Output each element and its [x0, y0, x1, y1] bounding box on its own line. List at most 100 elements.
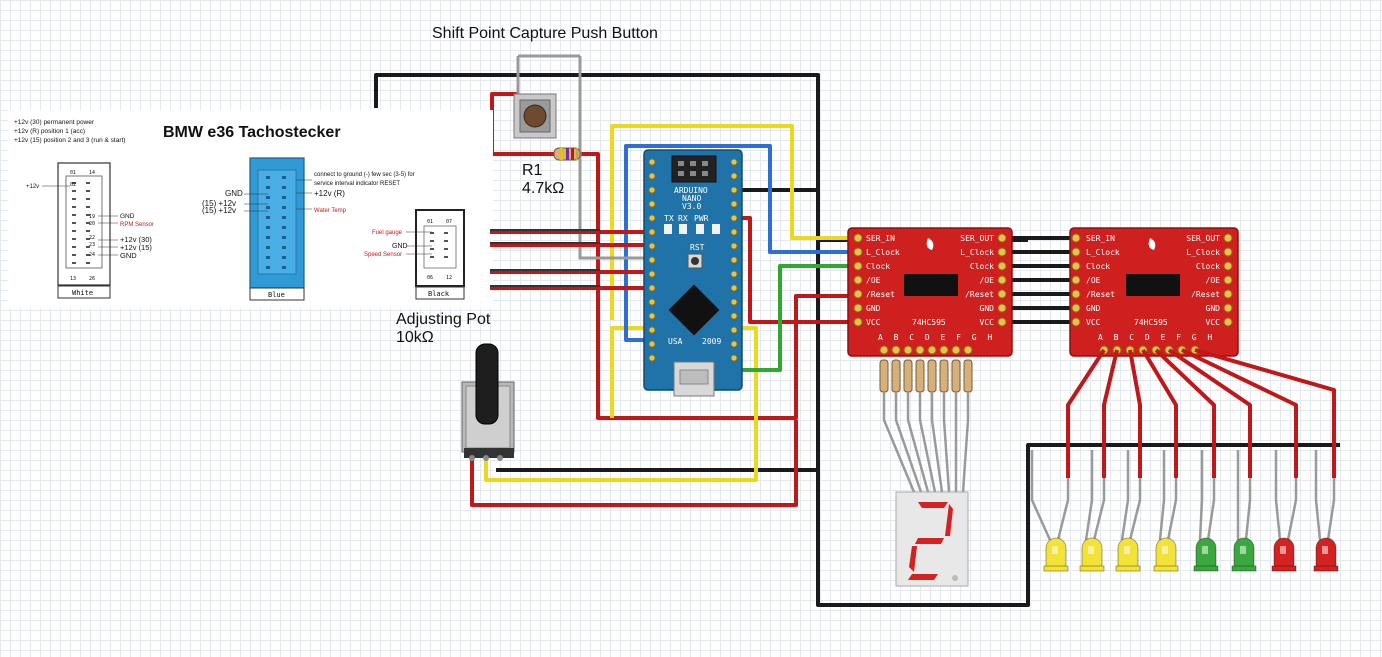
led-green-5	[1193, 537, 1219, 572]
push-button	[513, 93, 557, 139]
sr1-oe-left: /OE	[866, 276, 881, 285]
sr2-chip-label: 74HC595	[1134, 318, 1168, 327]
sr1-reset-right: /Reset	[965, 290, 994, 299]
resistor-name: R1	[522, 162, 543, 179]
white-pin-24: 24	[89, 252, 95, 258]
arduino-label-3: V3.0	[682, 202, 701, 211]
led-yellow-4	[1153, 537, 1179, 572]
sr1-ser-out: SER_OUT	[960, 234, 994, 243]
white-gnd-1: GND	[120, 213, 135, 220]
sr2-gnd-left: GND	[1086, 304, 1101, 313]
led-yellow-3	[1115, 537, 1141, 572]
shift-register-2: SER_IN L_Clock Clock /OE /Reset GND VCC …	[1069, 227, 1239, 357]
sr2-reset-left: /Reset	[1086, 290, 1115, 299]
blue-15-12v-b: (15) +12v	[202, 206, 236, 215]
black-pin-01: 01	[427, 219, 433, 225]
sr1-clock-right: Clock	[970, 262, 994, 271]
tacho-note-2: +12v (R) position 1 (acc)	[14, 128, 85, 135]
blue-water-temp: Water Temp	[314, 208, 347, 214]
tacho-note-3: +12v (15) position 2 and 3 (run & start)	[14, 137, 125, 144]
sr2-ser-in: SER_IN	[1086, 234, 1115, 243]
led-leg-wires	[1030, 450, 1336, 541]
push-button-label: Shift Point Capture Push Button	[432, 25, 658, 42]
pot-value: 10kΩ	[396, 329, 434, 346]
sparkfun-flame-icon	[926, 238, 934, 250]
blue-gnd: GND	[225, 189, 243, 198]
arduino-nano: ARDUINO NANO V3.0 TX RX PWR RST USA 2009	[643, 149, 743, 397]
arduino-usa: USA	[668, 337, 683, 346]
sr2-oe-left: /OE	[1086, 276, 1101, 285]
led-bar	[1043, 537, 1339, 572]
led-wires	[1066, 348, 1336, 478]
black-pin-07: 07	[446, 219, 452, 225]
white-gnd-2: GND	[120, 251, 137, 260]
sr1-oe-right: /OE	[980, 276, 995, 285]
white-pin-20: 20	[89, 221, 95, 227]
register-chain-wires	[1004, 236, 1074, 324]
sr1-vcc-left: VCC	[866, 318, 881, 327]
white-rpm-sensor: RPM Sensor	[120, 222, 154, 228]
seven-segment-display: 2	[0, 0, 969, 587]
segment-resistors	[879, 359, 973, 493]
led-yellow-2	[1079, 537, 1105, 572]
led-yellow-1	[1043, 537, 1069, 572]
resistor-value: 4.7kΩ	[522, 180, 564, 197]
blue-15-12v-a: (15) +12v	[202, 199, 236, 208]
green-wires	[732, 264, 858, 372]
black-gnd: GND	[392, 243, 408, 250]
arduino-rx: RX	[678, 214, 688, 223]
pot-title: Adjusting Pot	[396, 311, 491, 328]
sr2-oe-right: /OE	[1206, 276, 1221, 285]
white-pin-23: 23	[89, 242, 95, 248]
blue-connector: GND (15) +12v (15) +12v +12v (R) Water T…	[202, 157, 415, 301]
sr1-chip-label: 74HC595	[912, 318, 946, 327]
sr1-clock-left: Clock	[866, 262, 890, 271]
blue-reset-note-1: connect to ground (-) few sec (3-5) for	[314, 172, 415, 178]
led-red-8	[1313, 537, 1339, 572]
black-connector: 01 07 06 12 Fuel gauge GND Speed Sensor …	[364, 209, 465, 300]
black-pin-12: 12	[446, 275, 452, 281]
white-connector: 01 14 02 19 20 22 23 24 13 26 +12v GND R…	[26, 162, 154, 299]
white-pin-02: 02	[70, 182, 76, 188]
black-connector-label: Black	[428, 290, 450, 298]
sr1-gnd-right: GND	[980, 304, 995, 313]
sr1-gnd-left: GND	[866, 304, 881, 313]
white-pin-14: 14	[89, 170, 95, 176]
tacho-note-1: +12v (30) permanent power	[14, 119, 95, 126]
arduino-tx: TX	[664, 214, 674, 223]
sr1-l-clock-right: L_Clock	[960, 248, 994, 257]
sr2-vcc-left: VCC	[1086, 318, 1101, 327]
sparkfun-flame-icon	[1148, 238, 1156, 250]
sr2-bottom-pins: A B C D E F G H	[1098, 333, 1215, 342]
sr1-vcc-right: VCC	[980, 318, 995, 327]
arduino-rst: RST	[690, 243, 705, 252]
white-connector-label: White	[72, 289, 93, 297]
sr1-l-clock-left: L_Clock	[866, 248, 900, 257]
resistor-r1	[553, 147, 581, 161]
white-pin-01: 01	[70, 170, 76, 176]
led-green-6	[1231, 537, 1257, 572]
white-12v-30: +12v (30)	[120, 235, 152, 244]
white-12v-15: +12v (15)	[120, 243, 152, 252]
white-pin-26: 26	[89, 276, 95, 282]
sr1-reset-left: /Reset	[866, 290, 895, 299]
yellow-wires	[484, 124, 858, 482]
blue-reset-note-2: service interval indicator RESET	[314, 181, 400, 187]
blue-connector-label: Blue	[268, 291, 285, 299]
sr2-clock-left: Clock	[1086, 262, 1110, 271]
sr2-ser-out: SER_OUT	[1186, 234, 1220, 243]
led-red-7	[1271, 537, 1297, 572]
blue-wires	[624, 144, 858, 342]
white-left-12v: +12v	[26, 184, 39, 190]
grey-wires	[516, 54, 660, 260]
sr2-l-clock-left: L_Clock	[1086, 248, 1120, 257]
arduino-pwr: PWR	[694, 214, 709, 223]
arduino-label-1: ARDUINO	[674, 186, 708, 195]
display-digit-value: 2	[0, 0, 1, 1]
tacho-title: BMW e36 Tachostecker	[163, 124, 341, 141]
tacho-cables	[490, 229, 660, 290]
black-speed-sensor: Speed Sensor	[364, 252, 402, 258]
blue-12v-r: +12v (R)	[314, 189, 345, 198]
tacho-panel: +12v (30) permanent power +12v (R) posit…	[8, 110, 493, 308]
